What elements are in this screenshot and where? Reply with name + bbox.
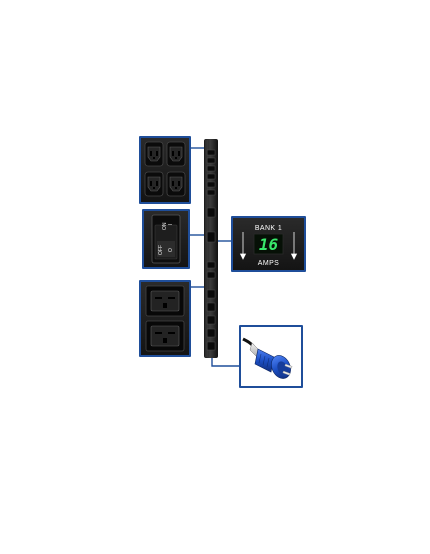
c13-outlet-icon: [144, 141, 186, 197]
iec-309-plug-icon: [242, 337, 293, 379]
breaker-switch-icon: ON I OFF O: [151, 214, 181, 264]
ammeter-display-callout: BANK 1 16 AMPS: [231, 216, 306, 272]
switch-off-label: OFF: [158, 245, 164, 255]
switch-on-symbol: I: [168, 224, 174, 225]
down-arrow-icon: [239, 232, 298, 260]
c19-outlet-icon: [145, 285, 185, 352]
display-current-reading: 16: [259, 235, 279, 254]
input-plug-callout: [239, 325, 303, 388]
switch-off-symbol: O: [168, 248, 174, 252]
breaker-switch-callout: ON I OFF O: [142, 209, 190, 269]
ammeter-display: BANK 1 16 AMPS: [239, 225, 298, 267]
display-unit-label: AMPS: [258, 260, 279, 267]
display-bank-label: BANK 1: [255, 225, 282, 232]
c13-outlets-callout: [139, 136, 191, 204]
c19-outlets-callout: [139, 280, 191, 357]
switch-on-label: ON: [162, 222, 168, 230]
